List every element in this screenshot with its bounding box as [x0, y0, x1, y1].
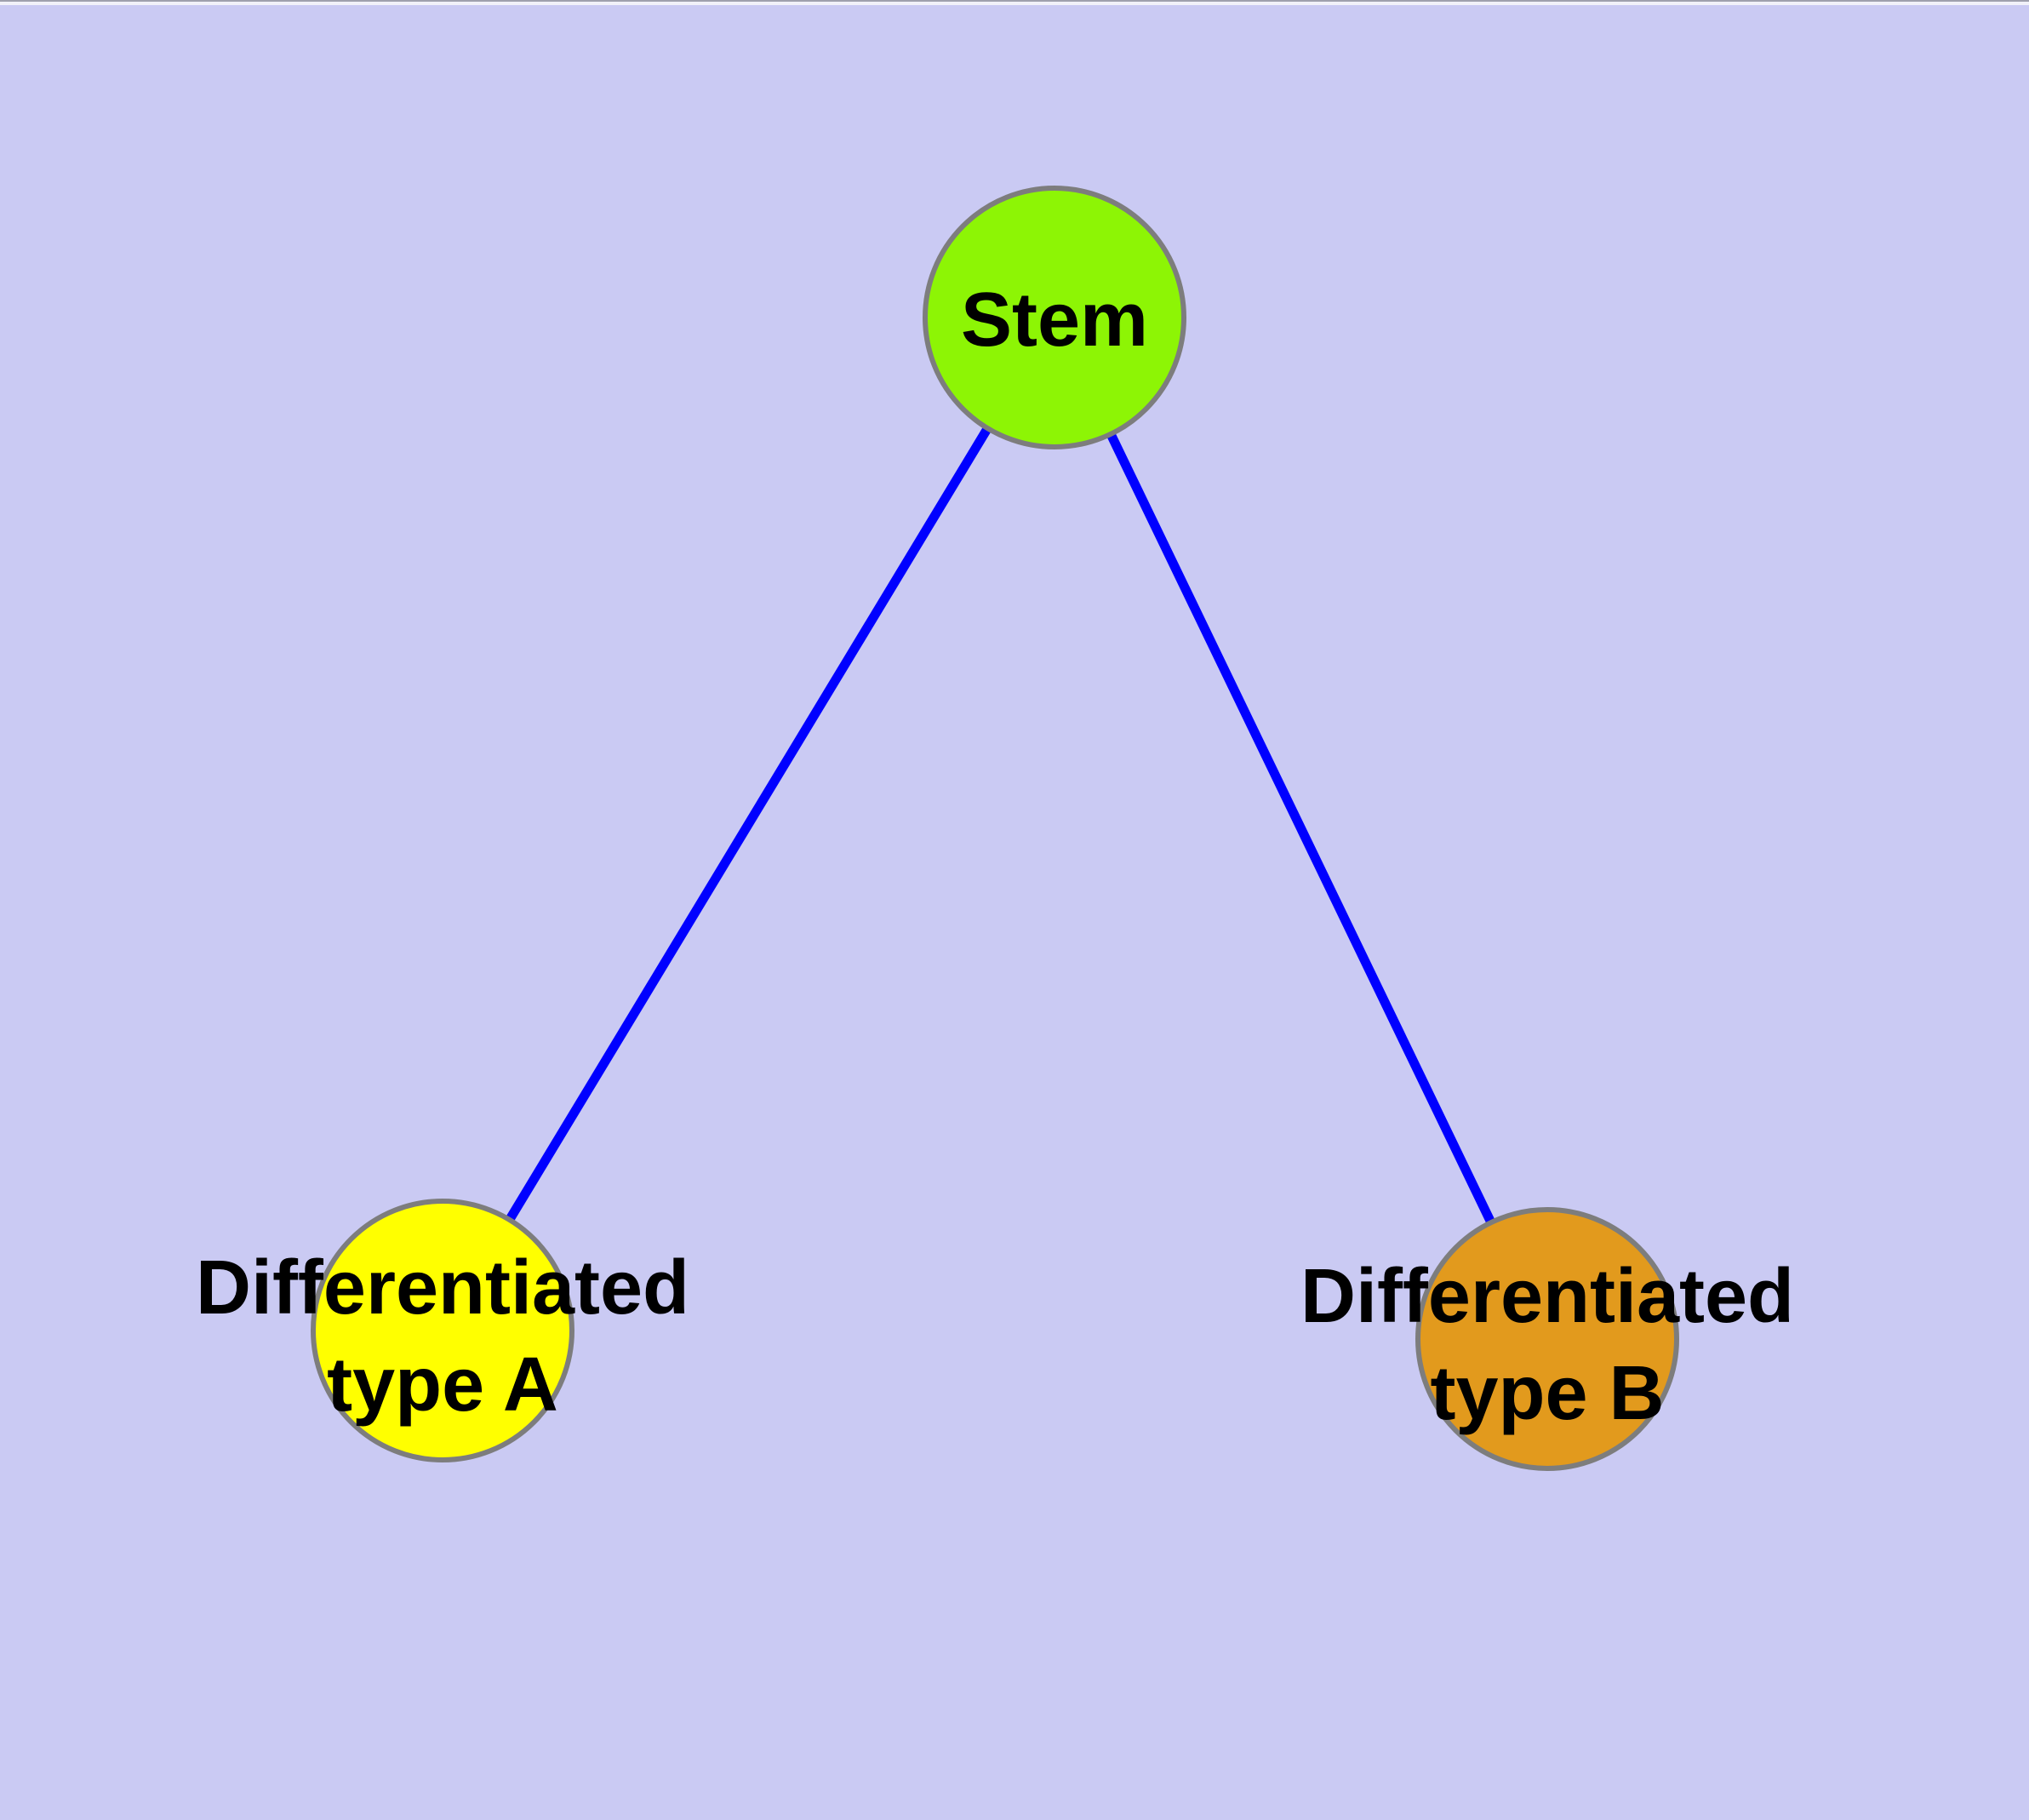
type-a-node-circle: [311, 1199, 574, 1462]
edge-stem-to-type-b: [1050, 315, 1552, 1342]
node-differentiated-type-b: [1415, 1207, 1679, 1471]
window-top-strip: [0, 0, 2029, 5]
type-a-label-line2: type A: [327, 1342, 558, 1428]
type-b-label-line2: type B: [1430, 1351, 1664, 1436]
edge-stem-to-type-a: [438, 315, 1059, 1333]
label-group: Stem Differentiated type A Differentiate…: [196, 278, 1794, 1436]
edge-group: [438, 315, 1552, 1342]
node-stem: [923, 186, 1186, 449]
type-b-label-line1: Differentiated: [1300, 1254, 1794, 1339]
stem-node-label: Stem: [961, 278, 1148, 363]
stem-node-circle: [923, 186, 1186, 449]
node-differentiated-type-a: [311, 1199, 574, 1462]
window-top-line: [0, 0, 2029, 2]
type-a-label-line1: Differentiated: [196, 1245, 689, 1331]
type-b-node-circle: [1415, 1207, 1679, 1471]
